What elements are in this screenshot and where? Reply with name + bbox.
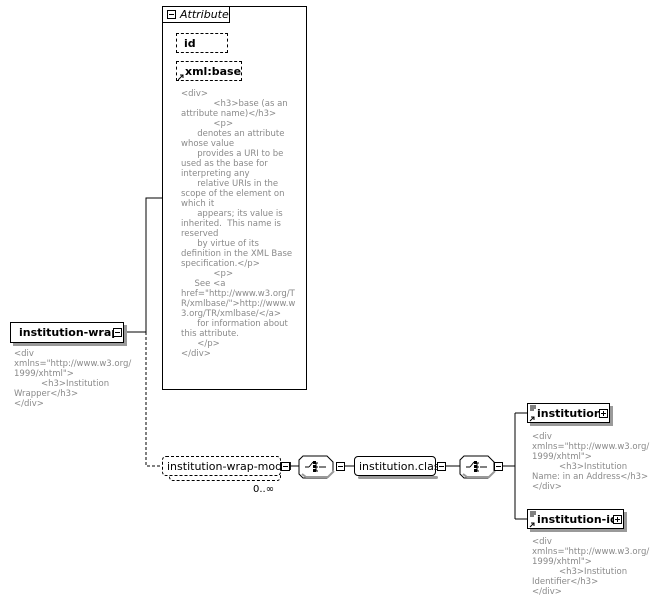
institution-wrap-model-label: institution-wrap-model	[167, 460, 292, 473]
model-cardinality: 0..∞	[253, 484, 275, 495]
sequence2-to-children-line	[502, 412, 527, 520]
institution-id-label: institution-id	[537, 513, 618, 526]
element-reference-icon	[529, 405, 536, 422]
institution-label: institution	[537, 407, 602, 420]
institution-class-label: institution.class	[359, 460, 446, 473]
attributes-title: Attribute	[180, 8, 229, 21]
root-to-model-line	[145, 332, 162, 467]
collapse-icon[interactable]	[167, 10, 176, 19]
sequence-compositor-icon[interactable]	[298, 455, 338, 479]
institution-wrap-label: institution-wrap	[19, 326, 120, 339]
collapse-icon[interactable]	[113, 328, 122, 337]
institution-wrap-element[interactable]: institution-wrap	[10, 322, 124, 343]
collapse-icon[interactable]	[437, 462, 446, 471]
reference-arrow-icon	[178, 74, 184, 81]
collapse-icon[interactable]	[281, 462, 290, 471]
root-shadow	[13, 343, 127, 346]
collapse-icon[interactable]	[336, 462, 345, 471]
attribute-xml-base-doc: <div> <h3>base (as an attribute name)</h…	[181, 89, 296, 359]
institution-id-shadow-side	[624, 512, 627, 532]
attribute-id-label: id	[184, 37, 196, 50]
expand-icon[interactable]	[599, 409, 608, 418]
institution-id-shadow	[530, 529, 627, 532]
institution-wrap-model-group[interactable]: institution-wrap-model	[162, 456, 292, 476]
institution-doc: <div xmlns="http://www.w3.org/ 1999/xhtm…	[532, 432, 650, 492]
institution-shadow	[530, 423, 613, 426]
institution-element[interactable]: institution	[527, 403, 610, 423]
sequence-compositor-icon[interactable]	[459, 455, 499, 479]
attribute-id[interactable]: id	[176, 33, 228, 53]
expand-icon[interactable]	[613, 515, 622, 524]
institution-id-doc: <div xmlns="http://www.w3.org/ 1999/xhtm…	[532, 537, 650, 597]
collapse-icon[interactable]	[494, 462, 503, 471]
attributes-panel-header[interactable]: Attribute	[162, 6, 230, 23]
institution-shadow-side	[610, 406, 613, 426]
attribute-xml-base-label: xml:base	[185, 65, 242, 78]
class-shadow	[358, 476, 438, 479]
root-shadow-side	[124, 325, 127, 346]
institution-wrap-doc: <div xmlns="http://www.w3.org/ 1999/xhtm…	[14, 349, 132, 409]
institution-class-group[interactable]: institution.class	[354, 456, 445, 476]
root-to-attributes-line	[124, 197, 162, 333]
attribute-xml-base[interactable]: xml:base	[176, 61, 242, 81]
institution-id-element[interactable]: institution-id	[527, 509, 624, 529]
element-reference-icon	[529, 511, 536, 528]
